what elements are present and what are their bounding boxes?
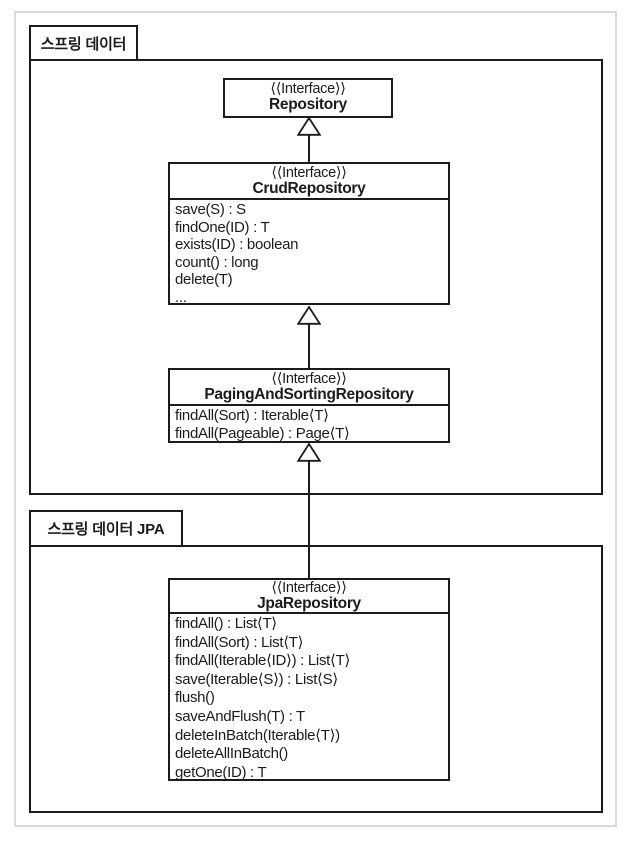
method-item: save(Iterable⟨S⟩) : List⟨S⟩	[175, 670, 338, 688]
generalization-line	[308, 459, 310, 580]
method-item: findAll(Iterable⟨ID⟩) : List⟨T⟩	[175, 652, 350, 670]
stereotype-label: ⟨⟨Interface⟩⟩	[271, 165, 347, 181]
method-item: exists(ID) : boolean	[175, 236, 299, 254]
class-name: JpaRepository	[257, 595, 361, 612]
method-list: findAll() : List⟨T⟩findAll(Sort) : List⟨…	[170, 612, 448, 782]
generalization-arrow-icon	[297, 117, 321, 136]
package-tab-spring-data: 스프링 데이터	[29, 25, 138, 61]
method-item: findAll() : List⟨T⟩	[175, 615, 277, 632]
method-item: findAll(Sort) : Iterable⟨T⟩	[175, 407, 329, 424]
class-name: Repository	[269, 96, 347, 113]
method-list: findAll(Sort) : Iterable⟨T⟩findAll(Pagea…	[170, 404, 448, 443]
method-item: getOne(ID) : T	[175, 763, 267, 781]
stereotype-label: ⟨⟨Interface⟩⟩	[271, 580, 347, 596]
stereotype-label: ⟨⟨Interface⟩⟩	[270, 81, 346, 97]
class-name: PagingAndSortingRepository	[204, 386, 414, 403]
generalization-line	[308, 134, 310, 164]
method-item: findAll(Pageable) : Page⟨T⟩	[175, 425, 350, 442]
class-paging-and-sorting-repository: ⟨⟨Interface⟩⟩ PagingAndSortingRepository…	[168, 368, 450, 443]
class-header: ⟨⟨Interface⟩⟩ CrudRepository	[170, 164, 448, 198]
generalization-line	[308, 322, 310, 370]
class-repository: ⟨⟨Interface⟩⟩ Repository	[223, 78, 393, 118]
generalization-arrow-icon	[297, 443, 321, 462]
class-header: ⟨⟨Interface⟩⟩ Repository	[225, 80, 391, 113]
class-jpa-repository: ⟨⟨Interface⟩⟩ JpaRepository findAll() : …	[168, 578, 450, 781]
class-name: CrudRepository	[252, 180, 366, 197]
class-header: ⟨⟨Interface⟩⟩ JpaRepository	[170, 580, 448, 612]
method-item: findOne(ID) : T	[175, 218, 270, 236]
method-item: count() : long	[175, 253, 259, 271]
stereotype-label: ⟨⟨Interface⟩⟩	[271, 371, 347, 387]
class-crud-repository: ⟨⟨Interface⟩⟩ CrudRepository save(S) : S…	[168, 162, 450, 307]
class-header: ⟨⟨Interface⟩⟩ PagingAndSortingRepository	[170, 370, 448, 404]
method-item: saveAndFlush(T) : T	[175, 707, 305, 725]
package-label: 스프링 데이터 JPA	[47, 521, 165, 538]
method-item: deleteInBatch(Iterable⟨T⟩)	[175, 726, 340, 744]
generalization-arrow-icon	[297, 306, 321, 325]
method-item: delete(T)	[175, 271, 233, 289]
method-item: flush()	[175, 689, 215, 707]
method-item: findAll(Sort) : List⟨T⟩	[175, 633, 304, 651]
method-item: deleteAllInBatch()	[175, 745, 288, 763]
package-label: 스프링 데이터	[40, 35, 127, 53]
method-item: save(S) : S	[175, 201, 246, 218]
package-tab-spring-data-jpa: 스프링 데이터 JPA	[29, 510, 183, 547]
method-item: ...	[175, 288, 187, 306]
